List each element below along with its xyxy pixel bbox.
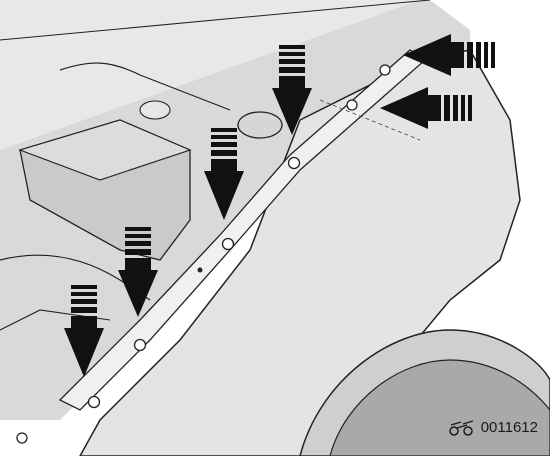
bolt bbox=[287, 156, 301, 170]
hood-edge-line bbox=[0, 0, 431, 41]
bolt-hole bbox=[197, 267, 203, 273]
arrow-group-left bbox=[380, 34, 495, 129]
hidden-line bbox=[319, 99, 421, 141]
hood-underside bbox=[0, 0, 420, 150]
bolt bbox=[346, 99, 358, 111]
reservoir-cap bbox=[237, 111, 283, 139]
bolt bbox=[16, 432, 28, 444]
bolt bbox=[133, 338, 147, 352]
bolt-group bbox=[16, 64, 391, 444]
bolt bbox=[221, 237, 235, 251]
hose-line bbox=[59, 62, 231, 111]
arrow-group-down bbox=[64, 45, 312, 377]
down-arrow bbox=[64, 285, 104, 377]
down-arrow bbox=[272, 45, 312, 135]
down-arrow bbox=[118, 227, 158, 317]
down-arrow bbox=[204, 128, 244, 220]
reference-label: 0011612 bbox=[447, 419, 538, 436]
left-arrow bbox=[380, 87, 472, 129]
workshop-tool-icon bbox=[448, 419, 473, 436]
figure-reference-code: 0011612 bbox=[480, 419, 538, 436]
bolt bbox=[87, 395, 101, 409]
box-top bbox=[18, 119, 192, 181]
bolt bbox=[379, 64, 391, 76]
tyre bbox=[329, 359, 550, 456]
filler-cap bbox=[139, 100, 171, 120]
left-arrow bbox=[403, 34, 495, 76]
lower-hose-line bbox=[0, 254, 151, 301]
wing-mounting-flange bbox=[58, 49, 427, 411]
